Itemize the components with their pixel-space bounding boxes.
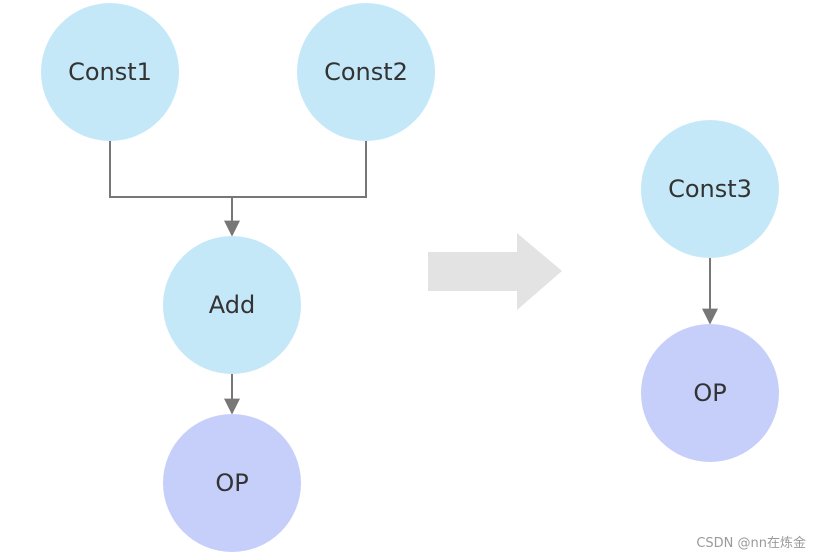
node-const3-label: Const3 bbox=[668, 175, 752, 203]
node-op-after: OP bbox=[641, 324, 779, 462]
node-const2: Const2 bbox=[297, 3, 435, 141]
node-const1: Const1 bbox=[41, 3, 179, 141]
node-const2-label: Const2 bbox=[324, 58, 408, 86]
transform-arrow bbox=[428, 233, 562, 310]
node-const3: Const3 bbox=[641, 120, 779, 258]
node-op-before: OP bbox=[163, 414, 301, 552]
node-add-label: Add bbox=[208, 291, 256, 319]
const2-to-add-connector bbox=[232, 141, 367, 198]
node-op-after-label: OP bbox=[693, 379, 727, 407]
node-op-before-label: OP bbox=[215, 469, 249, 497]
watermark: CSDN @nn在炼金 bbox=[696, 536, 806, 551]
const1-to-add-connector bbox=[109, 141, 232, 198]
node-add: Add bbox=[163, 236, 301, 374]
node-const1-label: Const1 bbox=[68, 58, 152, 86]
